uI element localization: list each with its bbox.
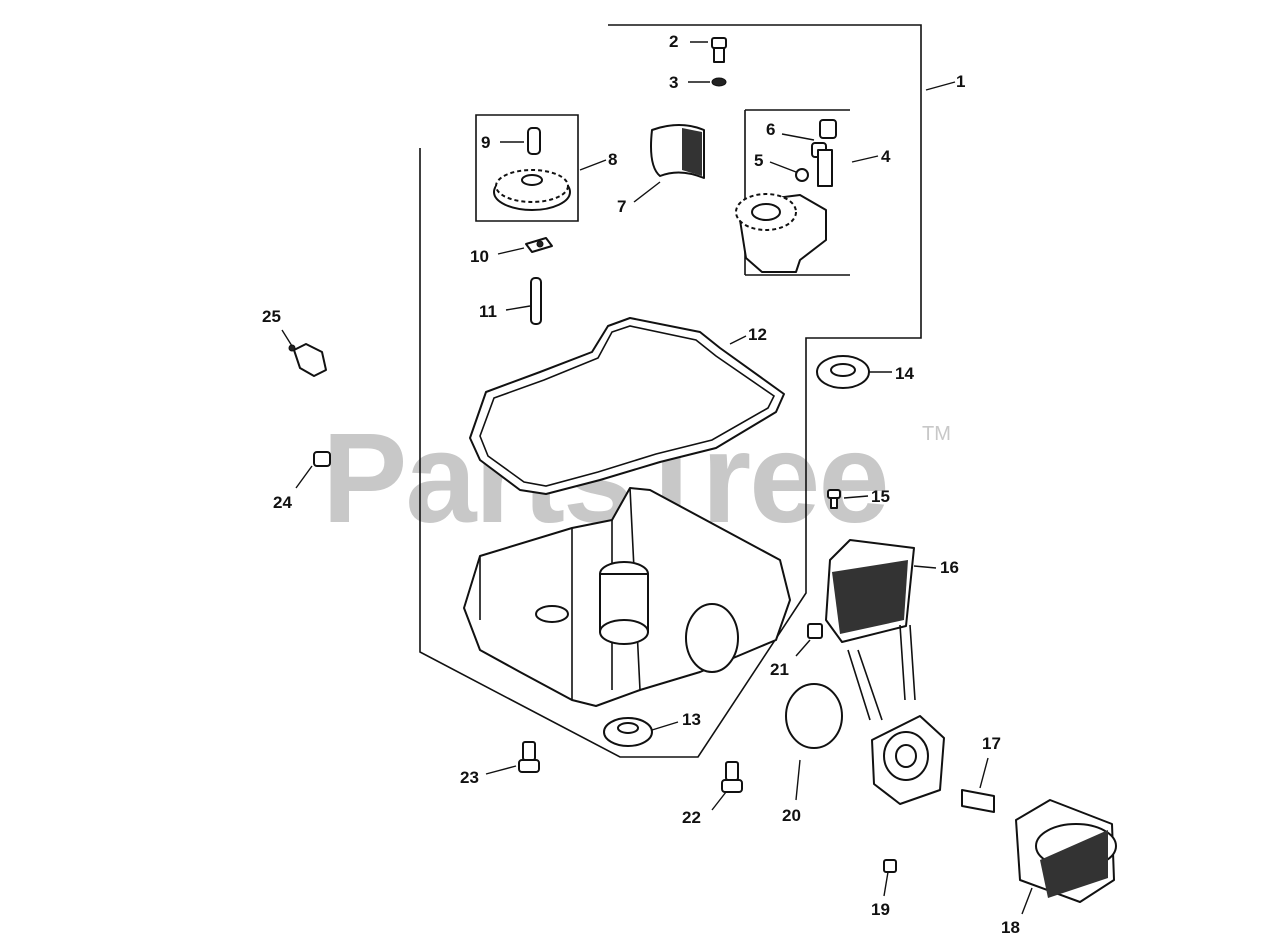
callout-4: 4 — [881, 147, 891, 166]
callout-9: 9 — [481, 133, 490, 152]
callout-16: 16 — [940, 558, 959, 577]
callout-5: 5 — [754, 151, 763, 170]
callout-19: 19 — [871, 900, 890, 919]
callout-13: 13 — [682, 710, 701, 729]
oring-part-5 — [795, 168, 809, 182]
callout-1: 1 — [956, 72, 965, 91]
callout-20: 20 — [782, 806, 801, 825]
gear-part-8 — [493, 169, 571, 211]
callout-10: 10 — [470, 247, 489, 266]
sensor-part-25 — [288, 343, 327, 377]
oil-filter-part-18 — [1015, 799, 1117, 903]
dowel-part-11 — [530, 277, 542, 325]
oil-cooler-part-16 — [825, 539, 916, 721]
callout-24: 24 — [273, 493, 292, 512]
bolt-part-23 — [518, 741, 540, 773]
callout-25: 25 — [262, 307, 281, 326]
assembly-bracket-1 — [419, 24, 922, 758]
callout-14: 14 — [895, 364, 914, 383]
screw-part-19 — [883, 859, 897, 873]
gear-box-8 — [475, 114, 579, 222]
callout-2: 2 — [669, 32, 678, 51]
callout-23: 23 — [460, 768, 479, 787]
washer-part-10 — [525, 237, 553, 253]
screen-part-7 — [650, 124, 705, 179]
callout-21: 21 — [770, 660, 789, 679]
callout-6: 6 — [766, 120, 775, 139]
oring-part-20 — [785, 683, 843, 749]
bolt-part-22 — [721, 761, 743, 793]
leader-lines — [281, 41, 1033, 915]
screw-part-15 — [827, 489, 841, 509]
callout-11: 11 — [479, 302, 497, 321]
seal-part-13 — [603, 717, 653, 747]
plug-part-24 — [313, 451, 331, 467]
callout-7: 7 — [617, 197, 626, 216]
callout-22: 22 — [682, 808, 701, 827]
seal-part-14 — [816, 355, 870, 389]
nipple-part-17 — [961, 789, 995, 813]
nut-part-21 — [807, 623, 823, 639]
pin-part-9 — [527, 127, 541, 155]
filter-adapter — [871, 715, 945, 805]
washer-part-3 — [711, 77, 727, 87]
gasket-part-12 — [469, 317, 785, 495]
closure-plate — [463, 487, 791, 707]
oil-pump-part-4 — [735, 193, 827, 273]
callout-15: 15 — [871, 487, 890, 506]
callout-18: 18 — [1001, 918, 1020, 937]
watermark-trademark: TM — [922, 423, 951, 445]
callout-8: 8 — [608, 150, 617, 169]
fitting-part-2 — [711, 37, 727, 63]
callout-12: 12 — [748, 325, 767, 344]
callout-17: 17 — [982, 734, 1001, 753]
callout-3: 3 — [669, 73, 678, 92]
fitting-part-6 — [811, 119, 837, 187]
